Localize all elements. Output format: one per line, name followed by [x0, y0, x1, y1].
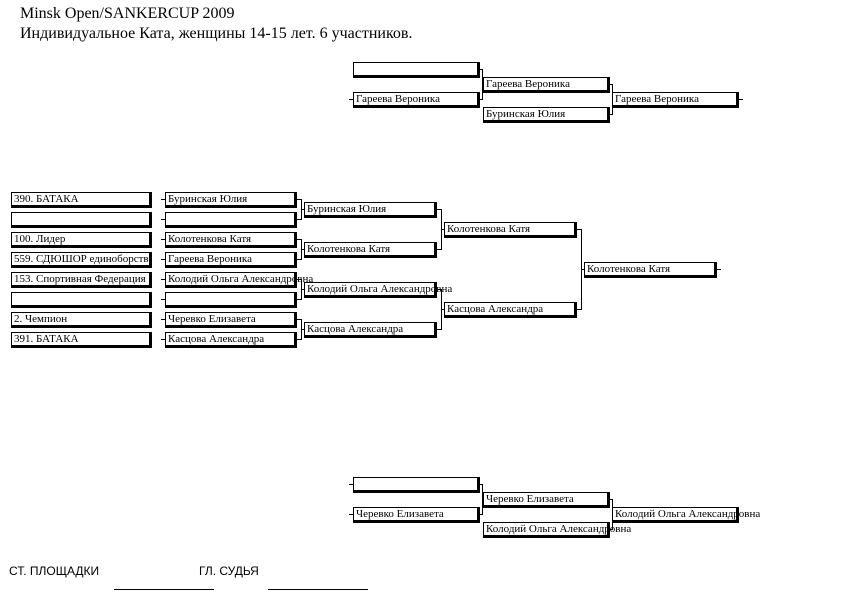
site-chief-label: СТ. ПЛОЩАДКИ [9, 564, 100, 578]
connector [297, 219, 301, 220]
connector [610, 499, 612, 500]
connector [297, 319, 301, 320]
connector [301, 319, 302, 340]
draw-winner: Колотенкова Катя [584, 262, 717, 278]
club-entry: 100. Лидер [11, 232, 152, 248]
connector [482, 484, 483, 515]
connector [437, 289, 441, 290]
connector [349, 99, 353, 100]
connector [297, 199, 301, 200]
connector [482, 69, 483, 100]
connector [302, 249, 304, 250]
connector [161, 239, 165, 240]
participant-entry [165, 212, 297, 228]
top-r1-slot-a [353, 62, 480, 78]
connector [717, 269, 721, 270]
connector [441, 289, 442, 330]
connector [297, 339, 301, 340]
connector [480, 484, 482, 485]
connector [610, 114, 612, 115]
connector [480, 69, 482, 70]
club-entry: 559. СДЮШОР единоборств [11, 252, 152, 268]
connector [442, 309, 444, 310]
semifinal-winner: Касцова Александра [444, 302, 577, 318]
connector [349, 514, 353, 515]
participant-entry: Колотенкова Катя [165, 232, 297, 248]
connector [302, 209, 304, 210]
connector [302, 329, 304, 330]
connector [480, 99, 482, 100]
round1-winner: Буринская Юлия [304, 202, 437, 218]
club-entry: 391. БАТАКА [11, 332, 152, 348]
connector [441, 209, 442, 250]
club-entry [11, 292, 152, 308]
connector [582, 269, 584, 270]
top-winner: Гареева Вероника [612, 92, 739, 108]
connector [297, 279, 301, 280]
connector [437, 209, 441, 210]
connector [161, 259, 165, 260]
bottom-r1-slot-a [353, 477, 480, 493]
page-subtitle: Индивидуальное Ката, женщины 14-15 лет. … [20, 25, 413, 42]
page-title: Minsk Open/SANKERCUP 2009 [20, 5, 235, 22]
round1-winner: Колотенкова Катя [304, 242, 437, 258]
participant-entry: Буринская Юлия [165, 192, 297, 208]
bottom-r1-slot-b: Черевко Елизавета [353, 507, 480, 523]
bottom-winner: Колодий Ольга Александровна [612, 507, 760, 523]
connector [297, 239, 301, 240]
bottom-r2-slot-b: Колодий Ольга Александровна [483, 522, 631, 538]
connector [161, 299, 165, 300]
site-chief-signature-line [114, 589, 214, 590]
connector [610, 84, 612, 85]
connector [437, 249, 441, 250]
connector [161, 319, 165, 320]
semifinal-winner: Колотенкова Катя [444, 222, 577, 238]
participant-entry: Касцова Александра [165, 332, 297, 348]
connector [437, 329, 441, 330]
connector [442, 229, 444, 230]
top-r2-slot-b: Буринская Юлия [483, 107, 610, 123]
round1-winner: Касцова Александра [304, 322, 437, 338]
connector [161, 219, 165, 220]
club-entry: 153. Спортивная Федерация [11, 272, 152, 288]
connector [302, 289, 304, 290]
club-entry [11, 212, 152, 228]
participant-entry [165, 292, 297, 308]
connector [610, 529, 612, 530]
connector [297, 299, 301, 300]
connector [581, 229, 582, 310]
round1-winner: Колодий Ольга Александровна [304, 282, 452, 298]
bottom-r2-slot-a: Черевко Елизавета [483, 492, 610, 508]
connector [739, 99, 743, 100]
participant-entry: Черевко Елизавета [165, 312, 297, 328]
participant-entry: Колодий Ольга Александровна [165, 272, 313, 288]
connector [349, 484, 353, 485]
connector [301, 279, 302, 300]
connector [301, 239, 302, 260]
connector [480, 514, 482, 515]
connector [297, 259, 301, 260]
club-entry: 390. БАТАКА [11, 192, 152, 208]
top-r1-slot-b: Гареева Вероника [353, 92, 480, 108]
club-entry: 2. Чемпион [11, 312, 152, 328]
connector [577, 309, 581, 310]
chief-judge-label: ГЛ. СУДЬЯ [199, 564, 259, 578]
connector [301, 199, 302, 220]
connector [161, 339, 165, 340]
chief-judge-signature-line [268, 589, 368, 590]
connector [161, 199, 165, 200]
participant-entry: Гареева Вероника [165, 252, 297, 268]
top-r2-slot-a: Гареева Вероника [483, 77, 610, 93]
connector [577, 229, 581, 230]
connector [161, 279, 165, 280]
